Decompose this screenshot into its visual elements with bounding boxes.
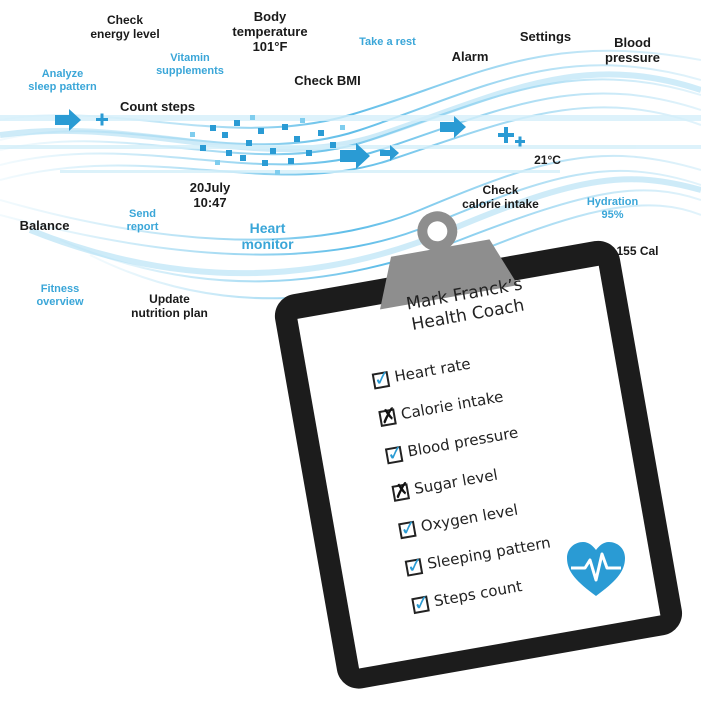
checklist-item: ✓Heart rate: [371, 354, 472, 391]
label-temperature: 21°C: [534, 153, 561, 167]
label-fitness-overview: Fitness overview: [36, 283, 84, 308]
checklist-item: ✓Blood pressure: [385, 423, 520, 466]
checklist-item: ✓Sleeping pattern: [404, 533, 552, 578]
clipboard-title: Mark Franck’s Health Coach: [404, 274, 526, 336]
checklist-label: Blood pressure: [406, 423, 520, 461]
label-heart-monitor: Heart monitor: [241, 220, 294, 253]
check-icon: ✓: [384, 439, 406, 466]
label-check-calorie: Check calorie intake: [462, 183, 539, 211]
checklist-label: Calorie intake: [399, 387, 505, 424]
checkbox: ✓: [398, 514, 419, 541]
check-icon: ✓: [371, 364, 393, 391]
label-hydration: Hydration 95%: [586, 196, 639, 221]
checklist-label: Sleeping pattern: [426, 533, 552, 573]
checkbox: ✗: [391, 477, 412, 504]
label-count-steps: Count steps: [119, 99, 196, 114]
checklist-label: Oxygen level: [419, 500, 520, 536]
label-analyze-sleep: Analyze sleep pattern: [28, 68, 97, 93]
checkbox: ✓: [372, 364, 393, 391]
checklist-label: Sugar level: [412, 465, 500, 498]
label-alarm: Alarm: [451, 49, 489, 64]
check-icon: ✓: [404, 551, 426, 578]
label-date-time: 20July 10:47: [189, 180, 231, 210]
cross-icon: ✗: [378, 401, 399, 429]
checkbox: ✗: [378, 402, 399, 429]
checklist-item: ✓Oxygen level: [398, 500, 520, 541]
label-body-temperature: Body temperature 101°F: [232, 9, 308, 54]
label-check-energy: Check energy level: [90, 13, 160, 41]
label-calories: 155 Cal: [616, 244, 659, 258]
label-balance: Balance: [19, 218, 70, 233]
check-icon: ✓: [397, 513, 419, 541]
check-icon: ✓: [411, 588, 432, 616]
checkbox: ✓: [411, 589, 432, 616]
label-vitamin: Vitamin supplements: [156, 52, 224, 77]
checklist-item: ✗Calorie intake: [378, 387, 505, 429]
label-check-bmi: Check BMI: [294, 73, 361, 88]
checklist-item: ✗Sugar level: [391, 465, 500, 504]
heart-pulse-icon: [567, 542, 625, 596]
cross-icon: ✗: [391, 476, 413, 504]
label-blood-pressure: Blood pressure: [605, 35, 660, 65]
checklist-label: Heart rate: [393, 354, 472, 386]
label-take-rest: Take a rest: [359, 36, 416, 48]
label-settings: Settings: [519, 29, 572, 44]
checkbox: ✓: [405, 551, 426, 578]
checkbox: ✓: [385, 439, 406, 466]
label-update-nutrition: Update nutrition plan: [131, 292, 208, 320]
label-send-report: Send report: [126, 208, 159, 233]
